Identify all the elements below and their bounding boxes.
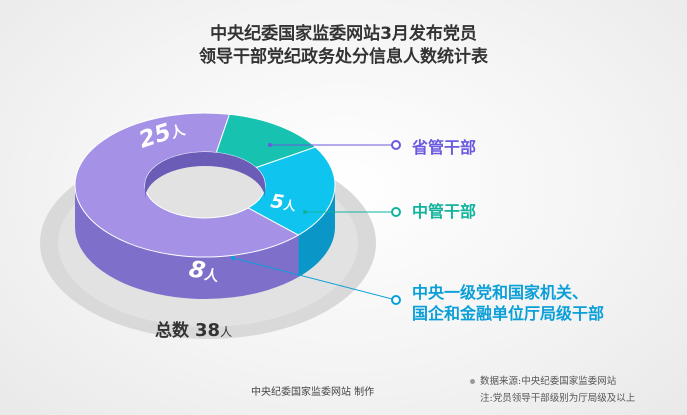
legend-label-ministry-line1: 中央一级党和国家机关、 <box>412 283 589 302</box>
leader-start-dot-1 <box>303 210 307 214</box>
chart-title-line2: 领导干部党纪政务处分信息人数统计表 <box>199 47 488 67</box>
total-value: 38 <box>195 320 221 341</box>
donut-hole-wall <box>145 152 265 199</box>
producer-credit: 中央纪委国家监委网站 制作 <box>251 387 375 398</box>
total-label: 总数 <box>155 321 189 341</box>
legend-label-provincial: 省管干部 <box>412 138 477 157</box>
chart-title-line1: 中央纪委国家监委网站3月发布党员 <box>210 24 477 44</box>
data-source-note: 数据来源:中央纪委国家监委网站 <box>470 373 616 387</box>
total-unit: 人 <box>220 325 233 339</box>
leader-line-2 <box>232 257 397 301</box>
legend-marker-2 <box>391 295 401 305</box>
legend-marker-1 <box>391 207 401 217</box>
legend-label-ministry-line2: 国企和金融单位厅局级干部 <box>412 304 605 323</box>
donut-side-0 <box>75 185 299 300</box>
total-count: 总数 38人 <box>155 316 232 341</box>
slice-value-label-2: 8人 <box>187 256 222 287</box>
donut-side-2 <box>298 185 335 278</box>
legend-label-central: 中管干部 <box>412 202 477 221</box>
data-source-text: 数据来源:中央纪委国家监委网站 <box>480 376 617 387</box>
leader-start-dot-2 <box>231 256 235 260</box>
legend-marker-0 <box>391 140 401 150</box>
bullet-dot-icon <box>470 379 475 384</box>
leader-start-dot-0 <box>268 143 272 147</box>
donut-slice-0 <box>74 112 300 258</box>
slice-value-label-1: 5人 <box>269 190 298 215</box>
level-note: 注:党员领导干部级别为厅局级及以上 <box>480 393 636 404</box>
